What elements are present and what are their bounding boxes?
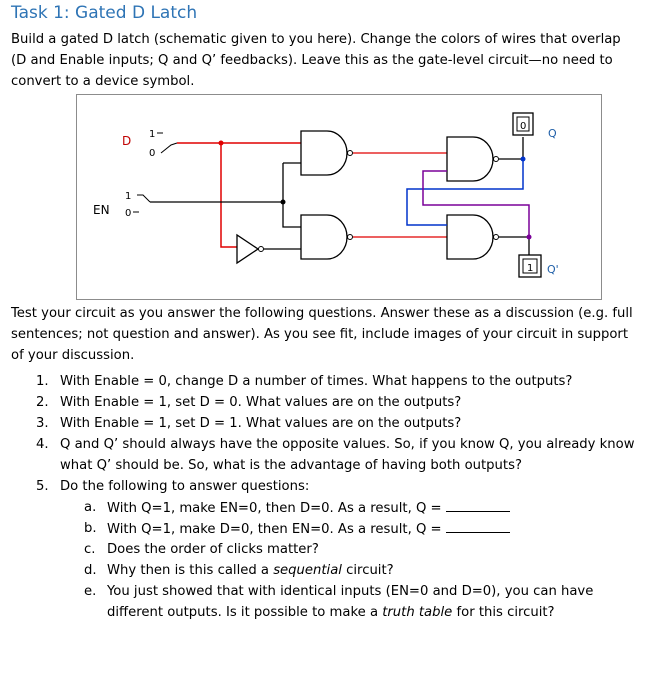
q-value: 0 (520, 121, 526, 132)
en-switch-zero: 0 (125, 208, 131, 219)
question-text: With Enable = 0, change D a number of ti… (60, 374, 573, 389)
input-d-label: D (122, 134, 131, 148)
d-input-switch[interactable] (160, 142, 178, 154)
intro-paragraph: Build a gated D latch (schematic given t… (11, 32, 621, 89)
question-text: With Enable = 1, set D = 0. What values … (60, 395, 462, 410)
question-number: 1. (36, 374, 49, 389)
nand-gate-q (446, 136, 494, 182)
subquestion-text-end: for this circuit? (452, 605, 555, 620)
qbar-value: 1 (527, 263, 533, 274)
circuit-diagram: D EN 1 0 1 0 (93, 112, 559, 278)
question-number: 3. (36, 416, 49, 431)
nand-gate-2 (300, 214, 348, 260)
subquestion-letter: c. (84, 542, 96, 557)
emphasis-text: truth table (382, 605, 453, 620)
subquestion-letter: d. (84, 563, 97, 578)
subquestion-text: Does the order of clicks matter? (107, 542, 319, 557)
subquestion-text: You just showed that with identical inpu… (107, 584, 594, 620)
question-text: Do the following to answer questions: (60, 479, 310, 494)
question-number: 2. (36, 395, 49, 410)
d-switch-one: 1 (149, 129, 155, 140)
en-switch-one: 1 (125, 191, 131, 202)
question-text: With Enable = 1, set D = 1. What values … (60, 416, 462, 431)
subquestion-text-end: circuit? (341, 563, 394, 578)
subquestion-letter: a. (84, 500, 97, 515)
question-number: 4. (36, 437, 49, 452)
nand-gate-1 (300, 130, 348, 176)
qbar-feedback-wire (422, 170, 530, 237)
subquestion-text: With Q=1, make EN=0, then D=0. As a resu… (107, 501, 446, 516)
en-input-switch[interactable] (137, 194, 151, 203)
answer-blank[interactable] (445, 497, 510, 512)
nand-gate-qbar (446, 214, 494, 260)
discussion-paragraph: Test your circuit as you answer the foll… (11, 306, 633, 363)
d-branch-wire (220, 143, 237, 248)
subquestion-text: Why then is this called a (107, 563, 274, 578)
output-q-label: Q (548, 127, 557, 140)
subquestion-letter: e. (84, 584, 97, 599)
question-number: 5. (36, 479, 49, 494)
q-feedback-wire (406, 159, 524, 226)
subquestion-text: With Q=1, make D=0, then EN=0. As a resu… (107, 522, 446, 537)
question-text: Q and Q’ should always have the opposite… (60, 437, 635, 473)
answer-blank[interactable] (445, 518, 510, 533)
subquestion-letter: b. (84, 521, 97, 536)
circuit-schematic: D EN 1 0 1 0 (76, 94, 602, 300)
emphasis-text: sequential (273, 563, 342, 578)
d-switch-zero: 0 (149, 148, 155, 159)
output-qbar-label: Q' (547, 263, 559, 276)
page-title: Task 1: Gated D Latch (11, 3, 198, 23)
input-en-label: EN (93, 203, 110, 217)
not-gate (236, 233, 260, 265)
